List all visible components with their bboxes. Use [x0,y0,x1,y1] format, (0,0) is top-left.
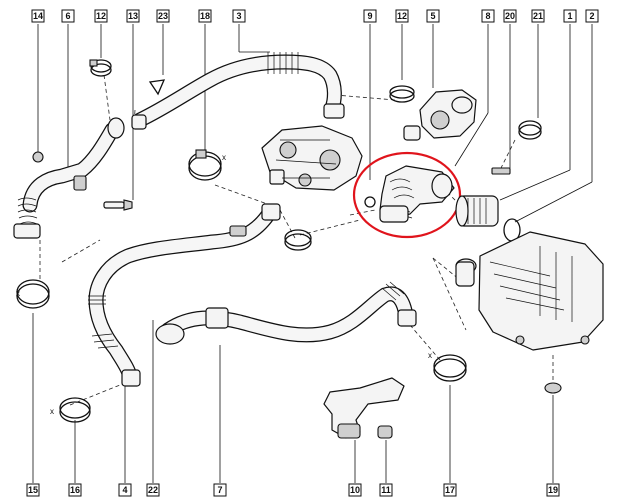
svg-text:13: 13 [128,11,138,21]
svg-text:19: 19 [548,485,558,495]
callout-13: 13 [126,9,140,23]
svg-text:9: 9 [367,11,372,21]
svg-text:12: 12 [96,11,106,21]
sleeve-1 [455,195,499,227]
clip-23 [148,79,166,96]
dashed-alignment-lines [39,74,554,406]
sensor-13 [103,199,133,211]
highlight-ring-9 [352,151,462,239]
svg-text:6: 6 [65,11,70,21]
clamp-21 [518,120,542,140]
pipe-7 [155,281,417,345]
callout-7: 7 [213,483,227,497]
callout-20: 20 [503,9,517,23]
egr-valve-assembly [261,125,363,191]
callout-12: 12 [94,9,108,23]
callout-21: 21 [531,9,545,23]
svg-text:16: 16 [70,485,80,495]
svg-text:22: 22 [148,485,158,495]
callout-23: 23 [156,9,170,23]
svg-text:12: 12 [397,11,407,21]
clamp-12-left [89,59,112,77]
svg-text:11: 11 [381,485,391,495]
callout-17: 17 [443,483,457,497]
throttle-body-5 [403,89,477,141]
callout-10: 10 [348,483,362,497]
callout-12b: 12 [395,9,409,23]
svg-text:21: 21 [533,11,543,21]
callout-9: 9 [363,9,377,23]
clamp-mid [284,229,312,251]
callout-1: 1 [563,9,577,23]
pipe-22 [88,203,281,387]
svg-text:4: 4 [122,485,127,495]
svg-text:18: 18 [200,11,210,21]
svg-text:15: 15 [28,485,38,495]
svg-text:1: 1 [567,11,572,21]
top-callouts: 14 6 12 13 23 18 3 9 12 5 8 20 21 1 2 [31,9,599,23]
clamp-18 [188,149,222,181]
elbow-hose-9 [364,165,455,223]
clamp-17 [433,354,467,382]
nut-11 [377,425,393,439]
svg-text:14: 14 [33,11,43,21]
callout-4: 4 [118,483,132,497]
sensor-bracket-10 [323,377,405,439]
svg-text:8: 8 [485,11,490,21]
callout-14: 14 [31,9,45,23]
svg-text:7: 7 [217,485,222,495]
dimension-mark-x: x [428,351,432,360]
leader-lines [32,24,593,483]
clamp-15 [16,279,50,309]
callout-3: 3 [232,9,246,23]
svg-text:2: 2 [589,11,594,21]
callout-18: 18 [198,9,212,23]
grommet-19 [544,382,562,394]
svg-text:3: 3 [236,11,241,21]
plug-14 [32,151,44,163]
svg-text:23: 23 [158,11,168,21]
callout-19: 19 [546,483,560,497]
svg-text:5: 5 [430,11,435,21]
callout-2: 2 [585,9,599,23]
callout-5: 5 [426,9,440,23]
callout-16: 16 [68,483,82,497]
clamp-12-right [389,85,415,103]
svg-text:10: 10 [350,485,360,495]
callout-11: 11 [379,483,393,497]
air-filter-housing [455,231,604,351]
bolt-20 [491,167,511,175]
svg-text:20: 20 [505,11,515,21]
dimension-mark-x: x [16,289,20,298]
callout-8: 8 [481,9,495,23]
svg-text:17: 17 [445,485,455,495]
dimension-mark-x: x [50,407,54,416]
bottom-callouts: 15 16 4 22 7 10 11 17 19 [26,483,560,497]
hose-6 [13,117,125,239]
dimension-mark-x: x [222,153,226,162]
pipe-3 [131,52,345,130]
callout-22: 22 [146,483,160,497]
callout-6: 6 [61,9,75,23]
clamp-16 [59,397,91,423]
callout-15: 15 [26,483,40,497]
